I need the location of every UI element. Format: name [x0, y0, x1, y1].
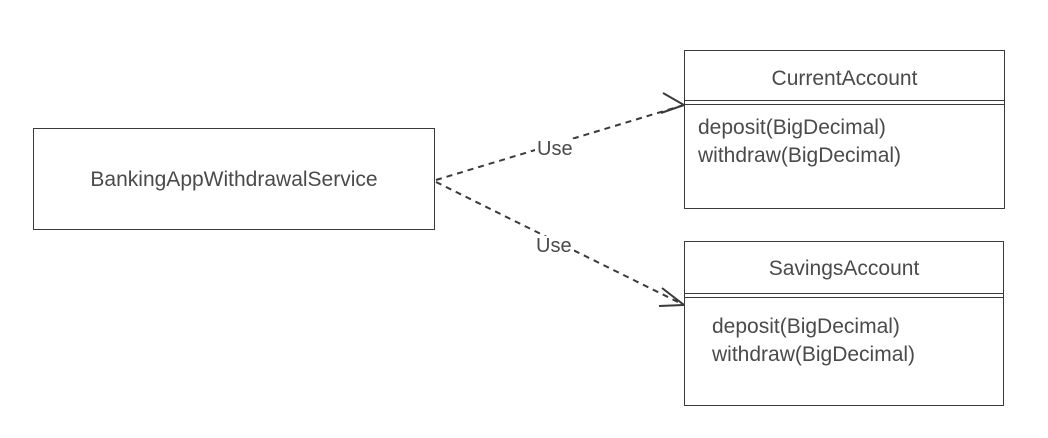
compartment-separator-savings-account	[685, 293, 1003, 298]
class-operations-current-account: deposit(BigDecimal) withdraw(BigDecimal)	[698, 114, 901, 170]
relationship-label-use-savings: Use	[534, 235, 574, 257]
dependency-use-current	[435, 92, 687, 181]
operation-item: deposit(BigDecimal)	[712, 315, 900, 338]
class-name-banking-app-withdrawal-service: BankingAppWithdrawalService	[90, 168, 378, 191]
operation-item: withdraw(BigDecimal)	[712, 343, 916, 366]
class-box-banking-app-withdrawal-service[interactable]: BankingAppWithdrawalService	[33, 128, 435, 230]
dependency-use-savings-arrowhead	[658, 287, 687, 307]
dependency-use-current-arrowhead	[660, 92, 687, 114]
relationship-label-use-current: Use	[535, 138, 575, 160]
operation-item: deposit(BigDecimal)	[698, 116, 886, 139]
operation-item: withdraw(BigDecimal)	[698, 144, 902, 167]
class-box-current-account[interactable]: CurrentAccount deposit(BigDecimal) withd…	[684, 50, 1005, 209]
class-operations-savings-account: deposit(BigDecimal) withdraw(BigDecimal)	[712, 313, 915, 369]
compartment-separator-current-account	[685, 100, 1004, 105]
class-name-current-account: CurrentAccount	[771, 67, 918, 90]
class-box-savings-account[interactable]: SavingsAccount deposit(BigDecimal) withd…	[684, 241, 1004, 406]
class-name-savings-account: SavingsAccount	[768, 257, 920, 280]
